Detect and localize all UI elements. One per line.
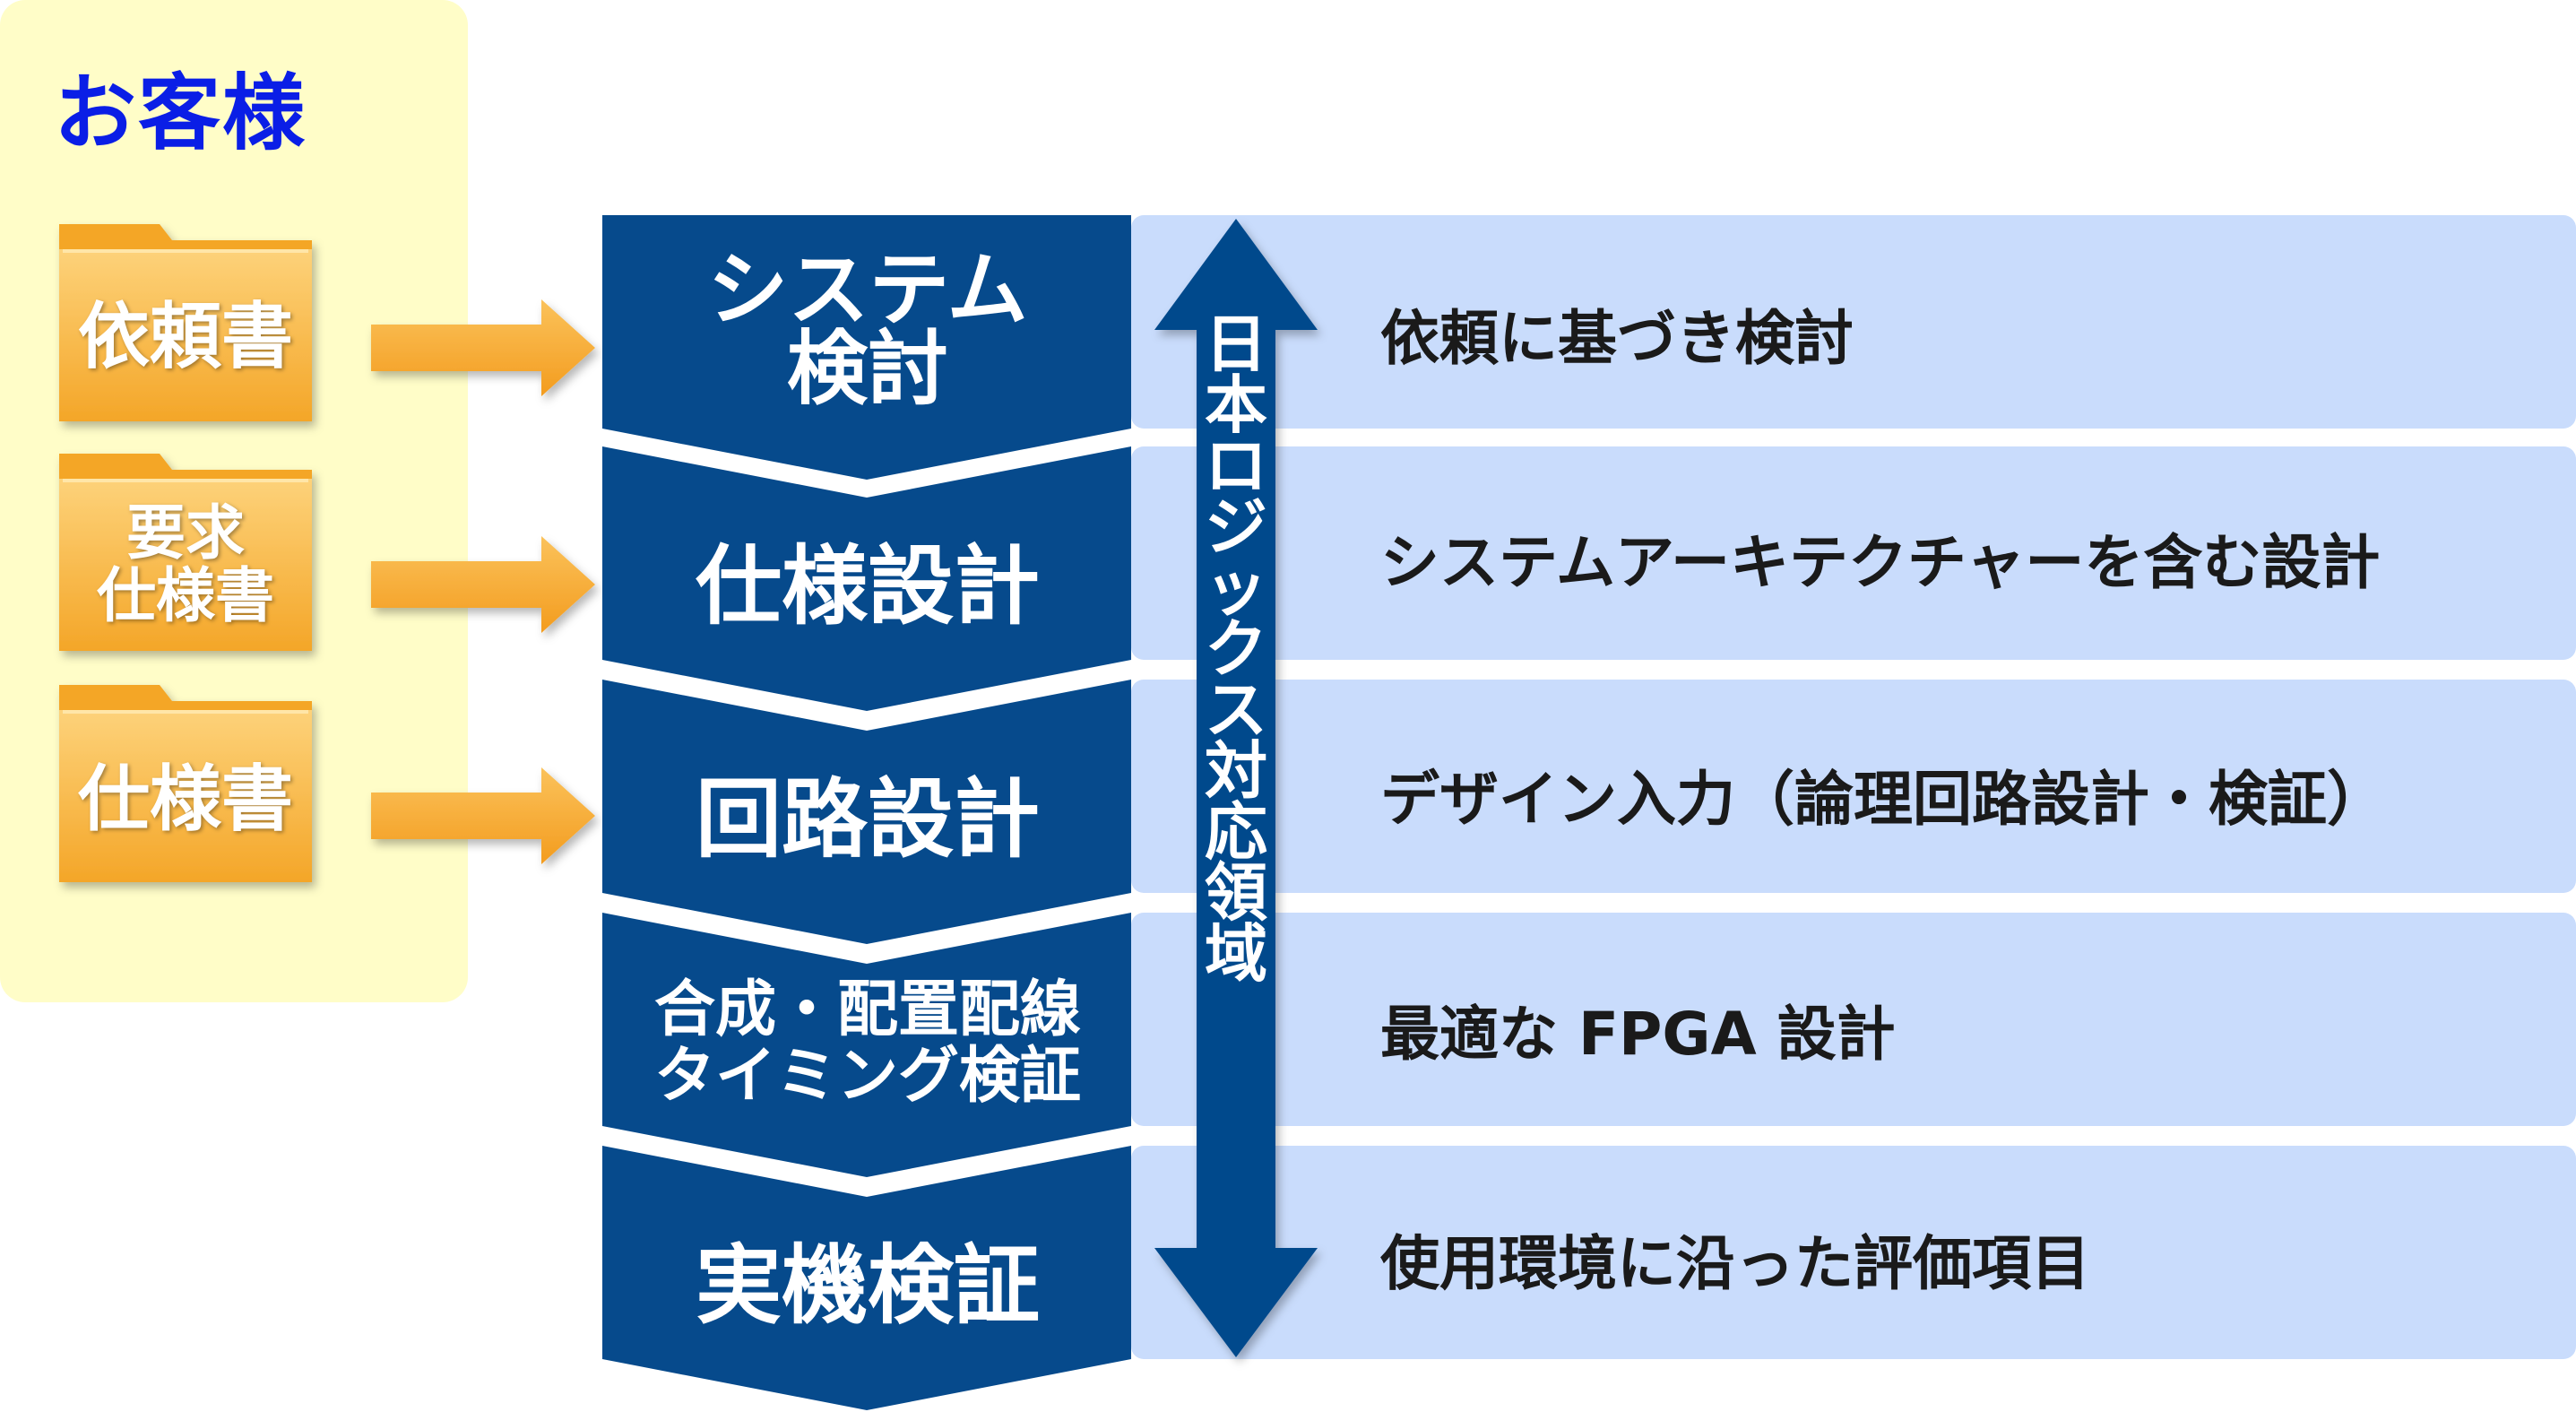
step-label: 回路設計 xyxy=(696,769,1040,870)
step-description: デザイン入力（論理回路設計・検証） xyxy=(1380,765,2386,834)
document-label: 要求 仕様書 xyxy=(97,498,274,630)
step-chevron-1 xyxy=(602,215,1131,480)
folder-icon xyxy=(59,685,312,882)
right-arrow-icon xyxy=(371,299,595,396)
scope-label: 日本ロジックス対応領域 xyxy=(1205,308,1267,991)
right-arrow-icon xyxy=(371,536,595,633)
step-chevron-5 xyxy=(602,1146,1131,1410)
description-band-4 xyxy=(1131,913,2576,1126)
step-description: 依頼に基づき検討 xyxy=(1380,304,1854,373)
step-chevrons xyxy=(602,215,1131,1410)
step-chevron-2 xyxy=(602,446,1131,711)
description-bands xyxy=(1131,215,2576,1359)
step-description: 最適な FPGA 設計 xyxy=(1380,1000,1896,1069)
step-chevron-3 xyxy=(602,680,1131,944)
step-label: 仕様設計 xyxy=(696,536,1040,637)
description-band-3 xyxy=(1131,680,2576,893)
folder-icon xyxy=(59,224,312,421)
step-label: 合成・配置配線 タイミング検証 xyxy=(653,975,1081,1112)
description-band-5 xyxy=(1131,1146,2576,1359)
step-chevron-4 xyxy=(602,913,1131,1177)
document-label: 仕様書 xyxy=(78,758,293,841)
customer-title: お客様 xyxy=(54,65,307,161)
step-description: 使用環境に沿った評価項目 xyxy=(1380,1229,2090,1298)
double-headed-vertical-arrow-icon xyxy=(1154,219,1318,1357)
document-label: 依頼書 xyxy=(78,295,293,378)
right-arrow-icon xyxy=(371,767,595,864)
step-label: システム 検討 xyxy=(707,243,1028,416)
folder-icon xyxy=(59,454,312,651)
step-description: システムアーキテクチャーを含む設計 xyxy=(1380,528,2381,597)
description-band-2 xyxy=(1131,446,2576,660)
description-band-1 xyxy=(1131,215,2576,429)
step-label: 実機検証 xyxy=(696,1235,1040,1336)
